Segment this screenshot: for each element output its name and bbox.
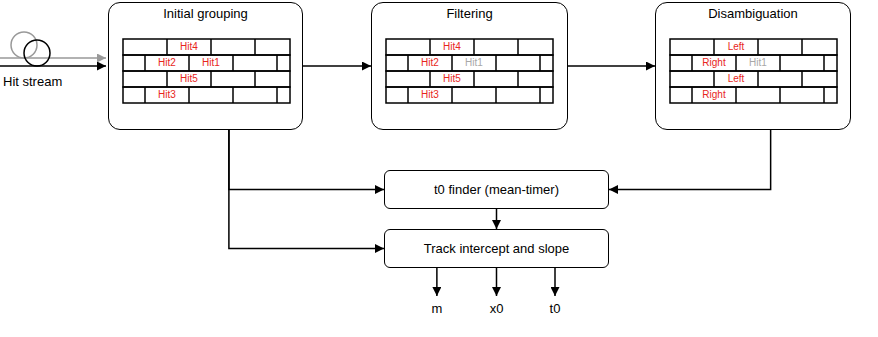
output-label: t0 xyxy=(550,301,561,316)
hit-label: Left xyxy=(728,41,745,53)
hit-label: Hit5 xyxy=(443,73,461,85)
hit-label: Hit4 xyxy=(443,41,461,53)
output-label: x0 xyxy=(490,301,504,316)
hit-label: Right xyxy=(702,57,725,69)
hit-label: Hit3 xyxy=(158,89,176,101)
stage-box: FilteringHit4Hit2 Hit1Hit5Hit3 xyxy=(371,2,568,130)
connector xyxy=(229,130,384,249)
stage-title: Filtering xyxy=(372,3,567,21)
output-arrow xyxy=(496,268,498,296)
hit-label: Hit4 xyxy=(180,41,198,53)
box-label: t0 finder (mean-timer) xyxy=(434,182,559,197)
stage-title: Initial grouping xyxy=(109,3,302,21)
process-box: t0 finder (mean-timer) xyxy=(384,170,609,209)
hit-label: Hit1 xyxy=(202,57,220,69)
stage-title: Disambiguation xyxy=(656,3,850,21)
box-label: Track intercept and slope xyxy=(424,241,569,256)
connector xyxy=(609,130,771,190)
connector xyxy=(568,65,655,67)
output-arrow xyxy=(554,268,556,296)
hit-label: Hit2 xyxy=(158,57,176,69)
output-label: m xyxy=(431,301,442,316)
hit-stream-icon xyxy=(0,32,106,66)
output-arrow xyxy=(436,268,438,296)
hit-label: Right xyxy=(702,89,725,101)
hit-label: Hit5 xyxy=(180,73,198,85)
stage-box: Initial groupingHit4Hit2 Hit1Hit5Hit3 xyxy=(108,2,303,130)
connector xyxy=(496,209,498,229)
process-box: Track intercept and slope xyxy=(384,229,609,268)
stage-box: DisambiguationLeftRightHit1LeftRight xyxy=(655,2,851,130)
connector xyxy=(229,130,384,190)
hit-label: Hit1 xyxy=(749,57,767,69)
hit-label: Hit3 xyxy=(421,89,439,101)
hit-label: Hit1 xyxy=(465,57,483,69)
hit-label: Hit2 xyxy=(421,57,439,69)
input-label: Hit stream xyxy=(3,74,62,89)
connector xyxy=(303,65,371,67)
hit-label: Left xyxy=(728,73,745,85)
